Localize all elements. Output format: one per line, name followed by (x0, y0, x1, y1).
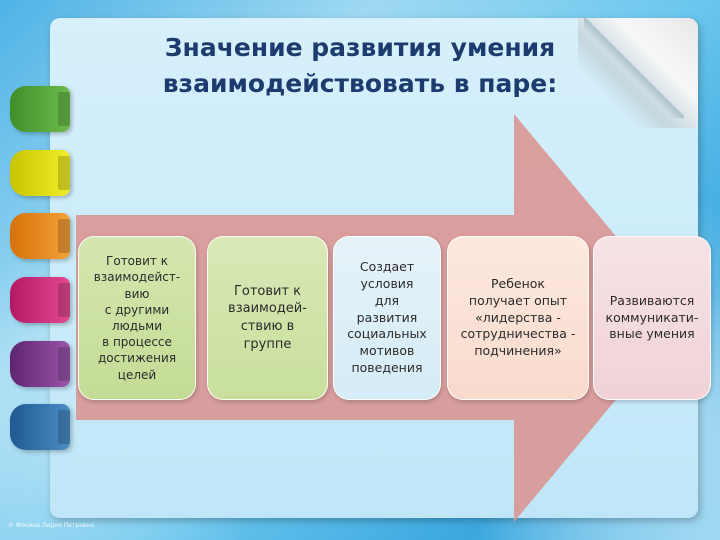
step-box-5: Развиваются коммуникати- вные умения (593, 236, 711, 400)
page-curl (578, 18, 698, 128)
tab-purple (10, 341, 70, 387)
tab-green (10, 86, 70, 132)
step-text-1: Готовит к взаимодейст- вию с другими люд… (93, 254, 181, 382)
tab-blue (10, 404, 70, 450)
slide-title: Значение развития умения взаимодействова… (162, 33, 558, 99)
step-text-4: Ребенок получает опыт «лидерства - сотру… (460, 275, 576, 359)
footer-credit: © Фокина Лидия Петровна (8, 522, 95, 529)
step-text-5: Развиваются коммуникати- вные умения (605, 292, 699, 342)
page-curl-edge (584, 18, 684, 118)
tab-magenta (10, 277, 70, 323)
step-box-4: Ребенок получает опыт «лидерства - сотру… (447, 236, 589, 400)
tab-orange (10, 213, 70, 259)
step-text-3: Создает условия для развития социальных … (347, 258, 427, 376)
step-text-2: Готовит к взаимодей- ствию в группе (228, 283, 307, 352)
step-box-2: Готовит к взаимодей- ствию в группе (207, 236, 328, 400)
step-box-1: Готовит к взаимодейст- вию с другими люд… (78, 236, 196, 400)
tab-yellow (10, 150, 70, 196)
step-box-3: Создает условия для развития социальных … (333, 236, 441, 400)
